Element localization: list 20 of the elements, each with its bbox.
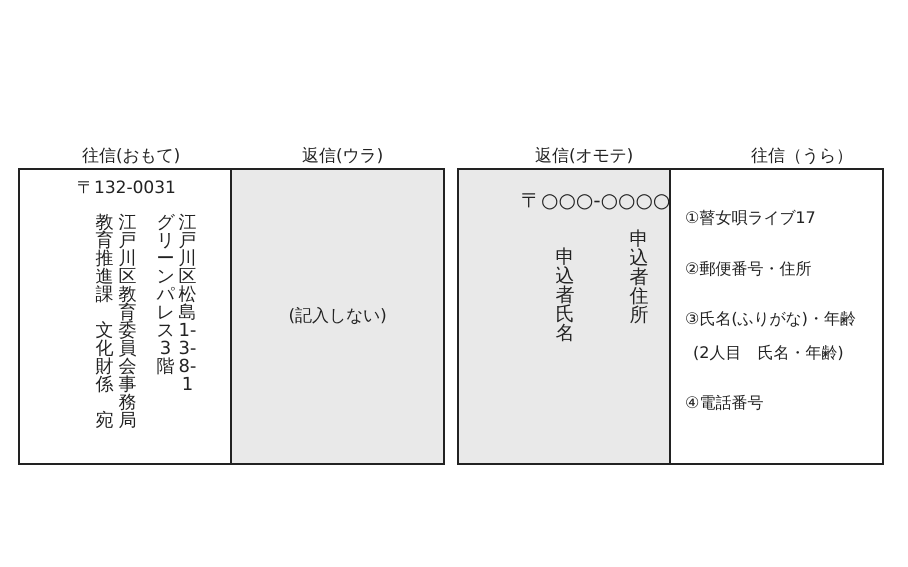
address-text: 文化財係	[95, 322, 114, 394]
list-item: ③氏名(ふりがな)・年齢	[685, 311, 856, 327]
list-item: ②郵便番号・住所	[685, 261, 812, 277]
list-item: (2人目 氏名・年齢)	[693, 345, 844, 361]
list-item: ①瞽女唄ライブ17	[685, 210, 816, 226]
address-text: グリーンパレス3階	[156, 214, 175, 376]
address-text: 江戸川区松島1-3-8-1	[178, 214, 197, 394]
panel-heading: 返信(オモテ)	[535, 148, 634, 165]
address-text: 江戸川区教育委員会事務局	[118, 214, 137, 430]
address-field-text: 申込者住所	[629, 230, 649, 325]
panel-heading: 往信（うら）	[751, 148, 853, 165]
list-item: ④電話番号	[685, 395, 764, 411]
postal-code: 〒○○○-○○○○	[521, 190, 670, 210]
name-field-text: 申込者氏名	[555, 248, 575, 343]
note-text: (記入しない)	[288, 308, 387, 325]
panel-heading: 返信(ウラ)	[302, 148, 384, 165]
panel-heading: 往信(おもて)	[82, 148, 180, 165]
address-text: 教育推進課	[95, 214, 114, 304]
address-text: 宛	[95, 412, 114, 430]
postal-code: 〒132-0031	[77, 180, 176, 197]
